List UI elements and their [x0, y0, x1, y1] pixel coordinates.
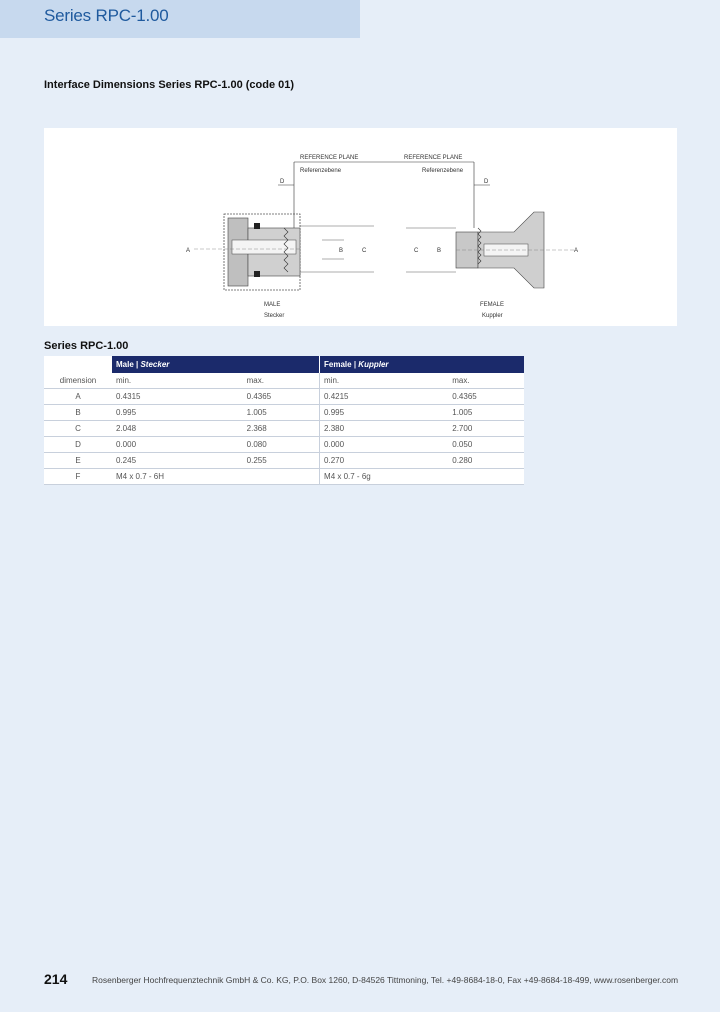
male-label-de: Stecker [264, 313, 284, 319]
cell-female-min: 0.270 [319, 452, 449, 469]
cell-female-min: 2.380 [319, 420, 449, 437]
cell-female-max [448, 468, 524, 485]
female-header-italic: Kuppler [358, 360, 389, 369]
dim-a-label-male: A [186, 248, 190, 254]
table-subheader-row: dimension min. max. min. max. [44, 373, 524, 389]
male-header-text: Male | [116, 360, 141, 369]
cell-female-min: 0.4215 [319, 388, 449, 405]
cell-dim: D [44, 436, 112, 453]
cell-male-max: 0.255 [242, 452, 320, 469]
reference-plane-left-label-de: Referenzebene [300, 168, 342, 174]
cell-male-min: 0.245 [112, 452, 243, 469]
cell-female-min: 0.000 [319, 436, 449, 453]
male-max-label: max. [242, 373, 320, 389]
header-band [0, 0, 360, 38]
female-connector: A C B FEMALE Kuppler [406, 211, 578, 319]
footer-company-info: Rosenberger Hochfrequenztechnik GmbH & C… [92, 975, 679, 985]
interface-drawing: REFERENCE PLANE Referenzebene REFERENCE … [44, 128, 677, 326]
dim-c-label-male: C [362, 248, 367, 254]
cell-male-min: 0.4315 [112, 388, 243, 405]
cell-female-max: 0.280 [448, 452, 524, 469]
reference-plane-left-label: REFERENCE PLANE [300, 155, 358, 161]
page-number: 214 [44, 971, 68, 987]
cell-dim: E [44, 452, 112, 469]
female-header-text: Female | [324, 360, 359, 369]
cell-female-min: 0.995 [319, 404, 449, 421]
cell-dim: C [44, 420, 112, 437]
female-max-label: max. [448, 373, 524, 389]
dimension-label: dimension [44, 373, 112, 389]
cell-dim: B [44, 404, 112, 421]
header-blank-cell [44, 356, 112, 373]
cell-male-min: 0.995 [112, 404, 243, 421]
cell-male-min: M4 x 0.7 - 6H [112, 468, 243, 485]
cell-dim: A [44, 388, 112, 405]
table-row: D 0.000 0.080 0.000 0.050 [44, 436, 524, 453]
connector-drawing-svg: REFERENCE PLANE Referenzebene REFERENCE … [186, 155, 578, 319]
male-min-label: min. [112, 373, 243, 389]
table-row: A 0.4315 0.4365 0.4215 0.4365 [44, 388, 524, 405]
cell-female-max: 2.700 [448, 420, 524, 437]
dim-d-label-male: D [280, 179, 285, 185]
reference-plane-right-label-de: Referenzebene [422, 168, 464, 174]
table-row: C 2.048 2.368 2.380 2.700 [44, 420, 524, 437]
female-min-label: min. [319, 373, 449, 389]
male-connector: A B C MALE Stecker [186, 213, 374, 319]
cell-male-max: 1.005 [242, 404, 320, 421]
reference-plane-right-label: REFERENCE PLANE [404, 155, 462, 161]
dim-b-label-female: B [437, 248, 441, 254]
cell-female-max: 0.050 [448, 436, 524, 453]
cell-dim: F [44, 468, 112, 485]
cell-male-max [242, 468, 320, 485]
cell-male-max: 2.368 [242, 420, 320, 437]
table-row: F M4 x 0.7 - 6H M4 x 0.7 - 6g [44, 468, 524, 485]
cell-male-max: 0.4365 [242, 388, 320, 405]
page-title: Series RPC-1.00 [44, 6, 169, 25]
table-row: B 0.995 1.005 0.995 1.005 [44, 404, 524, 421]
cell-male-min: 2.048 [112, 420, 243, 437]
dimension-table: Male | Stecker Female | Kuppler dimensio… [44, 356, 524, 485]
female-label: FEMALE [480, 302, 504, 308]
dim-b-label-male: B [339, 248, 343, 254]
table-row: E 0.245 0.255 0.270 0.280 [44, 452, 524, 469]
table-header-row: Male | Stecker Female | Kuppler [44, 356, 524, 373]
cell-female-min: M4 x 0.7 - 6g [319, 468, 449, 485]
female-header: Female | Kuppler [319, 356, 524, 373]
male-header-italic: Stecker [140, 360, 170, 369]
female-label-de: Kuppler [482, 313, 503, 319]
section-heading: Interface Dimensions Series RPC-1.00 (co… [44, 79, 295, 91]
cell-female-max: 1.005 [448, 404, 524, 421]
cell-male-min: 0.000 [112, 436, 243, 453]
cell-male-max: 0.080 [242, 436, 320, 453]
table-title: Series RPC-1.00 [44, 340, 129, 352]
male-header: Male | Stecker [112, 356, 320, 373]
cell-female-max: 0.4365 [448, 388, 524, 405]
dim-c-label-female: C [414, 248, 419, 254]
male-label: MALE [264, 302, 280, 308]
dim-a-label-female: A [574, 248, 578, 254]
dim-d-label-female: D [484, 179, 489, 185]
